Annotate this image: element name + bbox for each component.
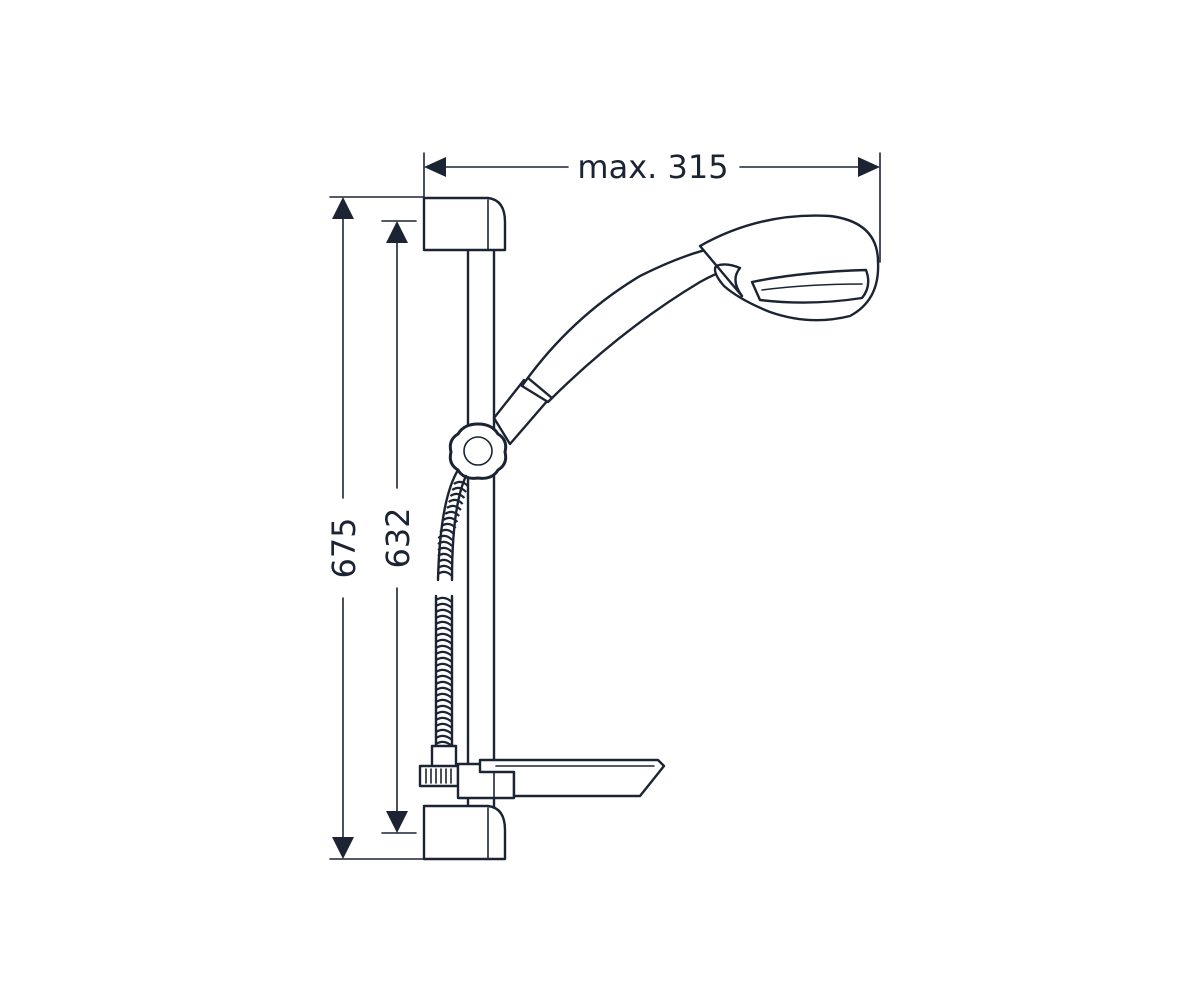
shower-rail xyxy=(422,196,507,861)
rail-bar xyxy=(466,248,496,812)
total-height-label: 675 xyxy=(325,517,363,578)
rail-height-arrow-bottom xyxy=(386,811,408,833)
hose-coil-upper xyxy=(451,486,467,493)
hose-coil-upper xyxy=(442,516,459,523)
hose-coil-lower xyxy=(435,692,453,699)
hose-coil-lower xyxy=(435,674,453,681)
hose-coil-upper xyxy=(437,540,453,547)
spray-face-inner xyxy=(761,283,863,291)
hose-coil-lower xyxy=(435,698,453,705)
hose-coil-lower xyxy=(435,716,453,723)
hose-coil-lower xyxy=(435,632,453,639)
rail-height-arrow-top xyxy=(386,221,408,243)
width-arrow-left xyxy=(424,157,446,177)
hose-coil-lower xyxy=(435,728,453,735)
hose-coil-lower xyxy=(435,710,453,717)
hose-coil-lower xyxy=(435,608,453,615)
shower-hose xyxy=(434,468,469,750)
total-height-dimension: 675 xyxy=(325,196,425,860)
total-height-arrow-bottom xyxy=(332,837,354,859)
hose-coil-lower xyxy=(435,626,453,633)
hose-outline-upper-inner xyxy=(450,474,468,582)
hose-coil-lower xyxy=(435,680,453,687)
hose-coil-upper xyxy=(448,498,464,505)
hose-coil-upper xyxy=(437,558,453,565)
hand-shower xyxy=(520,214,880,404)
hose-coil-lower xyxy=(435,644,453,651)
hose-coil-lower xyxy=(435,620,453,627)
hose-coil-upper xyxy=(453,480,469,487)
width-dimension: max. 315 xyxy=(423,148,881,263)
rail-height-label: 632 xyxy=(379,507,417,568)
hose-connector xyxy=(430,744,458,770)
hose-coil-upper xyxy=(437,564,453,571)
width-arrow-right xyxy=(858,157,880,177)
hose-coil-lower xyxy=(435,596,453,603)
shower-head xyxy=(698,214,880,322)
slider-holder xyxy=(448,378,550,480)
hose-coil-upper xyxy=(441,522,457,529)
hose-coil-lower xyxy=(435,704,453,711)
hose-coil-lower xyxy=(435,650,453,657)
hose-coil-lower xyxy=(435,734,453,741)
hose-coil-lower xyxy=(435,686,453,693)
hose-coil-upper xyxy=(446,504,462,511)
hose-outline-upper xyxy=(436,468,460,582)
hose-coil-lower xyxy=(435,662,453,669)
soap-dish xyxy=(478,758,666,798)
hose-coil-lower xyxy=(435,656,453,663)
hose-coil-upper xyxy=(437,570,453,577)
hose-coil-upper xyxy=(437,534,453,541)
shower-handle-collar xyxy=(526,376,554,400)
hose-coil-upper xyxy=(444,510,460,517)
hose-coil-lower xyxy=(435,668,453,675)
total-height-arrow-top xyxy=(332,197,354,219)
rail-height-dimension: 632 xyxy=(379,220,417,834)
hose-coil-lower xyxy=(435,638,453,645)
hose-coil-lower xyxy=(435,614,453,621)
top-wall-bracket xyxy=(422,196,507,252)
bottom-wall-bracket xyxy=(422,804,507,861)
hose-coil-upper xyxy=(449,492,466,499)
knob-center xyxy=(463,436,493,466)
hose-connector-knurl xyxy=(425,768,452,784)
hose-coil-lower xyxy=(435,722,453,729)
adjustment-knob xyxy=(448,422,508,480)
width-label: max. 315 xyxy=(577,148,728,186)
soap-dish-assembly xyxy=(418,744,666,800)
hose-coil-upper xyxy=(439,528,455,535)
hose-coil-upper xyxy=(437,546,453,553)
hose-coil-lower xyxy=(435,602,453,609)
hose-coil-upper xyxy=(437,552,453,559)
